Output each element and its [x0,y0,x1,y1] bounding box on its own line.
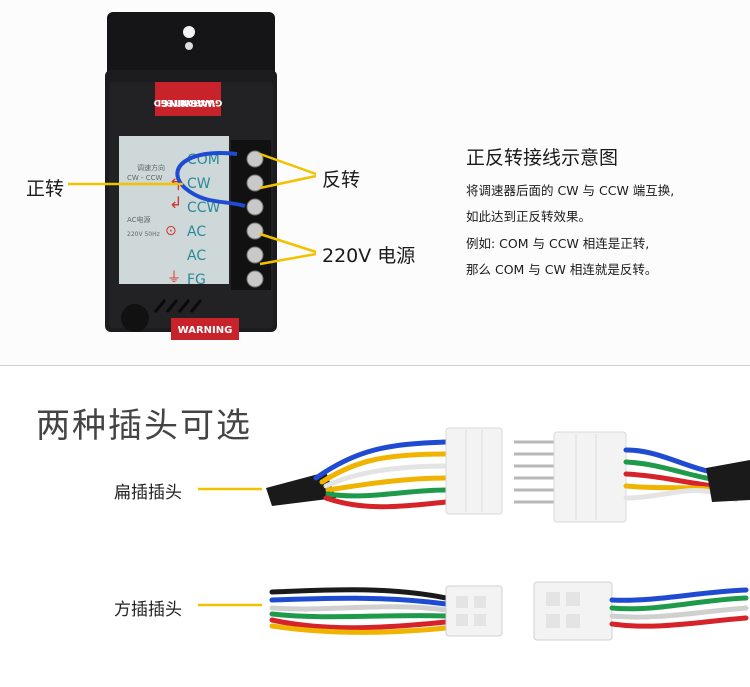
speed-controller-image: GUARANTEED WARNING 调速方向 CW - CCW AC电源 22… [105,12,277,340]
terminal-label-5: FG [187,272,206,288]
reverse-label: 反转 [322,169,361,191]
flat-plug-pointer [198,487,262,491]
terminal-screw-3 [246,222,264,240]
terminal-label-2: CCW [187,200,221,216]
terminal-panel [119,136,229,284]
terminal-screw-5 [246,270,264,288]
terminal-label-4: AC [187,248,206,264]
svg-text:↲: ↲ [169,193,182,212]
flat-plug-image [266,427,750,523]
instruction-line-4: 那么 COM 与 CW 相连就是反转。 [466,262,658,277]
square-plug-label: 方插插头 [114,600,182,620]
wiring-diagram-section: GUARANTEED WARNING 调速方向 CW - CCW AC电源 22… [26,12,675,340]
instruction-line-2: 如此达到正反转效果。 [466,209,592,224]
flat-plug-label: 扁插插头 [114,483,182,503]
svg-text:⏚: ⏚ [167,270,181,286]
square-plug-pointer [198,603,262,607]
svg-text:⊙: ⊙ [165,223,177,239]
terminal-screw-0 [246,150,264,168]
svg-text:调速方向: 调速方向 [137,163,165,172]
plug-options-heading: 两种插头可选 [36,406,252,446]
sticker-top-text: WARNING [161,97,216,108]
section-divider [0,365,750,366]
terminal-screw-2 [246,198,264,216]
terminal-label-1: CW [187,176,211,192]
instruction-line-1: 将调速器后面的 CW 与 CCW 端互换, [466,183,675,198]
warning-sticker-bottom: WARNING [171,318,239,340]
reverse-pointer-lines [259,152,317,190]
terminal-label-3: AC [187,224,206,240]
square-plug-image [269,581,749,641]
instruction-line-3: 例如: COM 与 CCW 相连是正转, [466,236,650,251]
diagram-title: 正反转接线示意图 [466,147,619,169]
svg-text:220V 50Hz: 220V 50Hz [127,231,160,238]
terminal-screw-4 [246,246,264,264]
warning-sticker-top: GUARANTEED WARNING [154,82,223,116]
forward-label: 正转 [26,178,65,200]
power-label: 220V 电源 [322,245,416,267]
svg-text:CW - CCW: CW - CCW [127,174,163,182]
svg-text:GUARANTEED: GUARANTEED [154,97,223,107]
svg-text:AC电源: AC电源 [127,215,151,224]
svg-text:WARNING: WARNING [178,325,233,336]
forward-pointer-line [68,182,183,186]
terminal-screw-1 [246,174,264,192]
power-pointer-lines [259,232,317,266]
